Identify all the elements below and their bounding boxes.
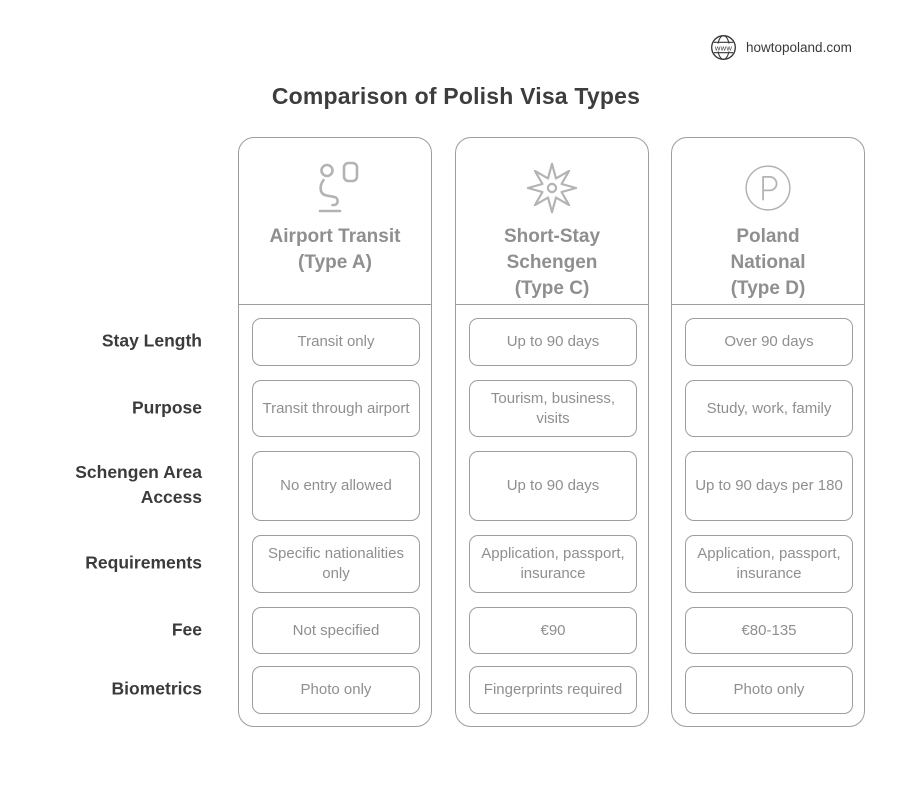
row-label-purpose: Purpose bbox=[131, 397, 202, 418]
cell-type-c-schengen-access: Up to 90 days bbox=[469, 451, 637, 521]
column-title-line: Schengen bbox=[506, 252, 598, 273]
column-title-line: Airport Transit bbox=[269, 226, 401, 247]
cell-type-c-biometrics: Fingerprints required bbox=[469, 666, 637, 714]
globe-www-label: www bbox=[714, 44, 732, 53]
schengen-star-icon bbox=[523, 152, 581, 224]
cell-type-a-fee: Not specified bbox=[252, 607, 420, 654]
column-title-type-a: Airport Transit (Type A) bbox=[270, 224, 401, 276]
column-title-line: Short-Stay bbox=[503, 226, 601, 247]
column-title-line: (Type D) bbox=[730, 278, 806, 299]
cell-type-a-schengen-access: No entry allowed bbox=[252, 451, 420, 521]
cell-type-d-requirements: Application, passport, insurance bbox=[685, 535, 853, 593]
brand-site-text: howtopoland.com bbox=[746, 40, 852, 55]
cell-type-d-fee: €80-135 bbox=[685, 607, 853, 654]
cell-type-a-stay-length: Transit only bbox=[252, 318, 420, 366]
column-title-type-c: Short-Stay Schengen (Type C) bbox=[504, 224, 600, 302]
row-label-stay-length: Stay Length bbox=[101, 330, 202, 351]
visa-column-type-a: Airport Transit (Type A) Transit only Tr… bbox=[238, 137, 432, 727]
cell-type-d-biometrics: Photo only bbox=[685, 666, 853, 714]
column-title-line: (Type A) bbox=[298, 252, 372, 273]
airplane-seat-icon bbox=[307, 152, 363, 224]
cell-type-c-fee: €90 bbox=[469, 607, 637, 654]
row-label-requirements: Requirements bbox=[85, 552, 202, 573]
cell-type-c-requirements: Application, passport, insurance bbox=[469, 535, 637, 593]
column-title-type-d: Poland National (Type D) bbox=[731, 224, 806, 302]
column-title-line: (Type C) bbox=[514, 278, 590, 299]
row-label-schengen-area-access: Schengen Area Access bbox=[75, 462, 202, 507]
cell-type-c-stay-length: Up to 90 days bbox=[469, 318, 637, 366]
row-label-fee: Fee bbox=[171, 619, 202, 640]
row-label-biometrics: Biometrics bbox=[111, 678, 202, 699]
globe-www-icon: www bbox=[711, 35, 736, 60]
cell-type-c-purpose: Tourism, business, visits bbox=[469, 380, 637, 437]
cell-type-d-stay-length: Over 90 days bbox=[685, 318, 853, 366]
column-title-line: Poland bbox=[736, 226, 800, 247]
cell-type-a-biometrics: Photo only bbox=[252, 666, 420, 714]
column-title-line: National bbox=[730, 252, 806, 273]
cell-type-d-schengen-access: Up to 90 days per 180 bbox=[685, 451, 853, 521]
brand-logo: www howtopoland.com bbox=[710, 34, 852, 61]
page-title: Comparison of Polish Visa Types bbox=[271, 83, 641, 109]
letter-p-circle-icon bbox=[743, 152, 793, 224]
column-header-type-a: Airport Transit (Type A) bbox=[239, 138, 431, 305]
cell-type-a-requirements: Specific nationalities only bbox=[252, 535, 420, 593]
column-header-type-c: Short-Stay Schengen (Type C) bbox=[456, 138, 648, 305]
cell-type-d-purpose: Study, work, family bbox=[685, 380, 853, 437]
visa-column-type-c: Short-Stay Schengen (Type C) Up to 90 da… bbox=[455, 137, 649, 727]
cell-type-a-purpose: Transit through airport bbox=[252, 380, 420, 437]
visa-column-type-d: Poland National (Type D) Over 90 days St… bbox=[671, 137, 865, 727]
column-header-type-d: Poland National (Type D) bbox=[672, 138, 864, 305]
